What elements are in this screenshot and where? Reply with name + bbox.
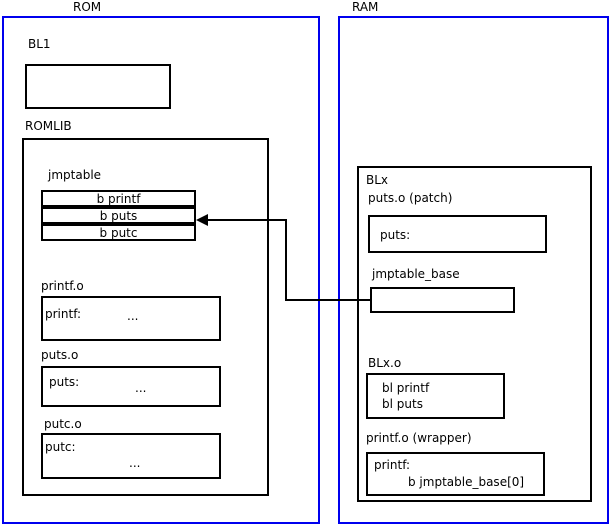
puts-patch-label: puts.o (patch) (368, 191, 453, 205)
jmptable-entry-0: b printf (41, 190, 196, 207)
connector-arrowhead-icon (196, 214, 208, 226)
jmptable-base-label: jmptable_base (372, 267, 460, 281)
rom-module-0-box: printf: ... (41, 296, 221, 341)
connector-segment-horizontal-upper (207, 219, 287, 221)
blx-o-line-0: bl printf (382, 381, 430, 395)
rom-region-frame (2, 16, 320, 524)
puts-patch-symbol: puts: (380, 228, 411, 242)
jmptable-entry-2: b putc (41, 224, 196, 241)
rom-module-0-body: ... (127, 309, 139, 323)
rom-module-2-label: putc.o (44, 417, 82, 431)
rom-module-2-body: ... (129, 456, 141, 470)
printf-wrapper-instruction: b jmptable_base[0] (408, 475, 525, 489)
bl1-box (25, 64, 171, 109)
jmptable-label: jmptable (48, 168, 102, 182)
jmptable-entry-1: b puts (41, 207, 196, 224)
romlib-label: ROMLIB (25, 119, 72, 133)
printf-wrapper-label: printf.o (wrapper) (366, 431, 472, 445)
rom-module-1-box: puts: ... (41, 366, 221, 407)
ram-region-label: RAM (352, 0, 379, 14)
ram-region-frame (338, 16, 609, 524)
rom-module-0-symbol: printf: (45, 307, 82, 321)
rom-module-2-box: putc: ... (41, 433, 221, 479)
puts-patch-box: puts: (368, 215, 547, 253)
rom-module-0-label: printf.o (41, 279, 84, 293)
bl1-label: BL1 (28, 37, 51, 51)
rom-module-1-body: ... (135, 381, 147, 395)
blx-o-box: bl printf bl puts (366, 373, 505, 419)
blx-o-line-1: bl puts (382, 397, 423, 411)
rom-module-2-symbol: putc: (45, 440, 76, 454)
rom-region-label: ROM (73, 0, 102, 14)
blx-label: BLx (366, 173, 389, 187)
rom-module-1-label: puts.o (41, 348, 79, 362)
jmptable-base-box (370, 287, 515, 313)
rom-module-1-symbol: puts: (49, 375, 80, 389)
blx-o-label: BLx.o (368, 356, 402, 370)
printf-wrapper-box: printf: b jmptable_base[0] (366, 452, 545, 496)
connector-segment-vertical (285, 219, 287, 301)
connector-segment-horizontal-lower (285, 299, 372, 301)
printf-wrapper-symbol: printf: (374, 458, 411, 472)
